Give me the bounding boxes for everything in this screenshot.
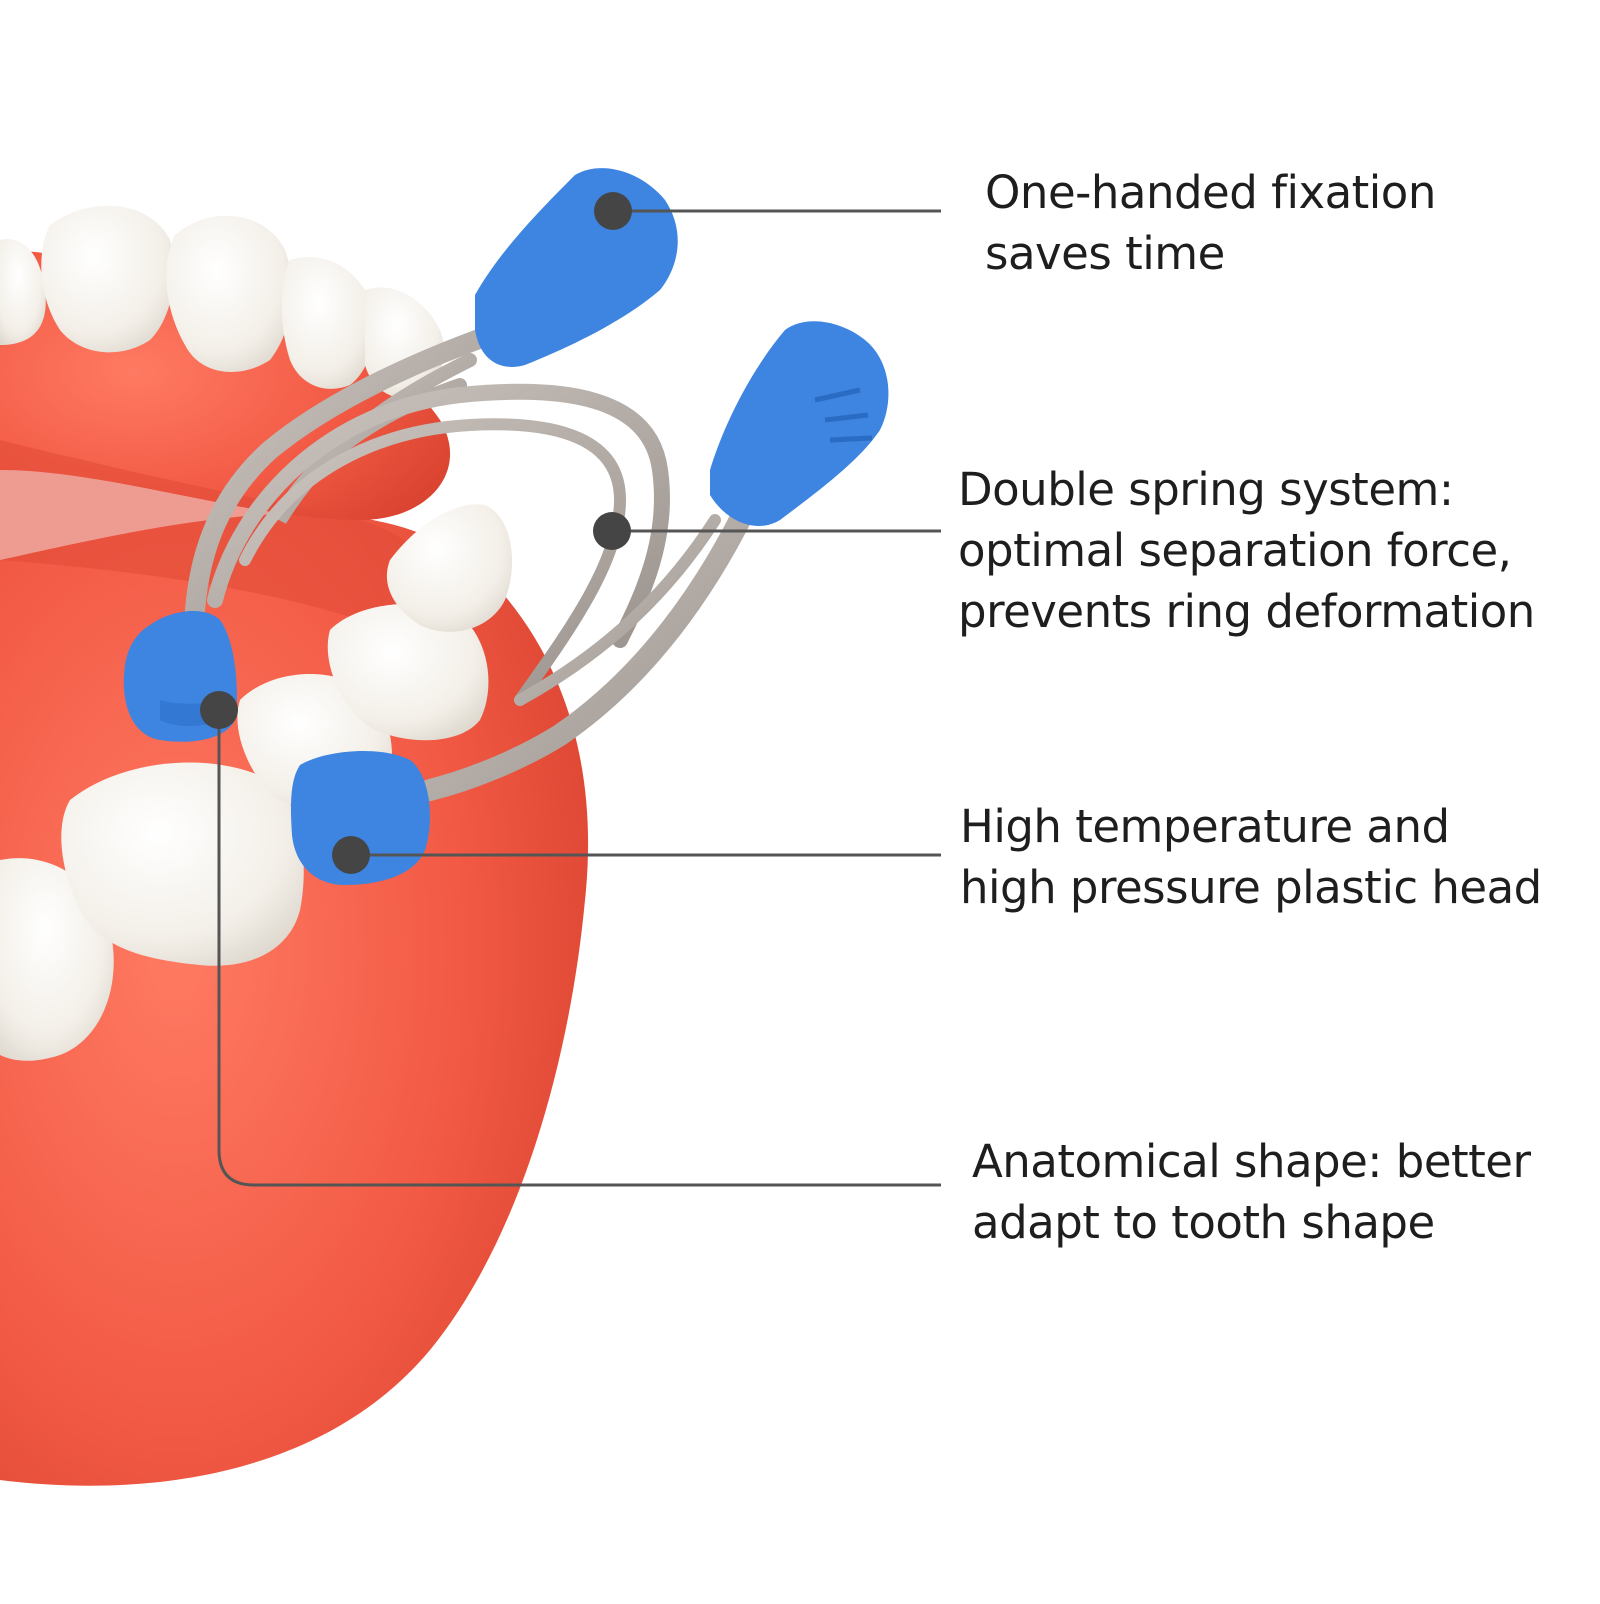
tooth	[327, 603, 489, 741]
tooth	[281, 256, 374, 389]
callout-dot-3	[332, 836, 370, 874]
tooth	[0, 239, 46, 345]
right-wedge-tip	[290, 750, 430, 885]
right-tip-ridges	[814, 387, 873, 443]
right-arm	[419, 499, 756, 801]
outer-spring	[185, 325, 500, 620]
callout-line: Anatomical shape: better	[972, 1135, 1531, 1188]
inner-spring-loop	[207, 383, 670, 648]
callout-plastic-head: High temperature and high pressure plast…	[960, 796, 1542, 918]
lower-gum	[0, 513, 589, 1486]
callout-line: adapt to tooth shape	[972, 1196, 1435, 1249]
upper-teeth	[0, 205, 444, 399]
leader-lines	[217, 209, 941, 1187]
right-arm-fork	[514, 514, 721, 706]
top-left-handle-tip	[475, 168, 678, 367]
tooth	[41, 205, 174, 353]
tooth	[386, 504, 513, 632]
callout-line: One-handed fixation	[985, 166, 1436, 219]
leader-line-4	[217, 710, 941, 1187]
callout-dot-2	[593, 512, 631, 550]
callout-line: optimal separation force,	[958, 524, 1512, 577]
lower-teeth	[0, 504, 513, 1061]
callout-one-handed-fixation: One-handed fixation saves time	[985, 162, 1436, 284]
callout-line: High temperature and	[960, 800, 1450, 853]
tooth	[166, 215, 293, 372]
callout-dot-4	[200, 691, 238, 729]
metal-ring	[185, 325, 756, 801]
callout-dot-1	[594, 192, 632, 230]
callout-line: saves time	[985, 227, 1225, 280]
callout-line: prevents ring deformation	[958, 585, 1535, 638]
callout-dots	[200, 192, 632, 874]
callout-double-spring-system: Double spring system: optimal separation…	[958, 459, 1535, 642]
tooth	[61, 762, 304, 966]
callout-anatomical-shape: Anatomical shape: better adapt to tooth …	[972, 1131, 1531, 1253]
callout-line: Double spring system:	[958, 463, 1454, 516]
inner-spring-inner	[239, 418, 627, 706]
callout-line: high pressure plastic head	[960, 861, 1542, 914]
top-right-handle-tip	[710, 321, 889, 526]
